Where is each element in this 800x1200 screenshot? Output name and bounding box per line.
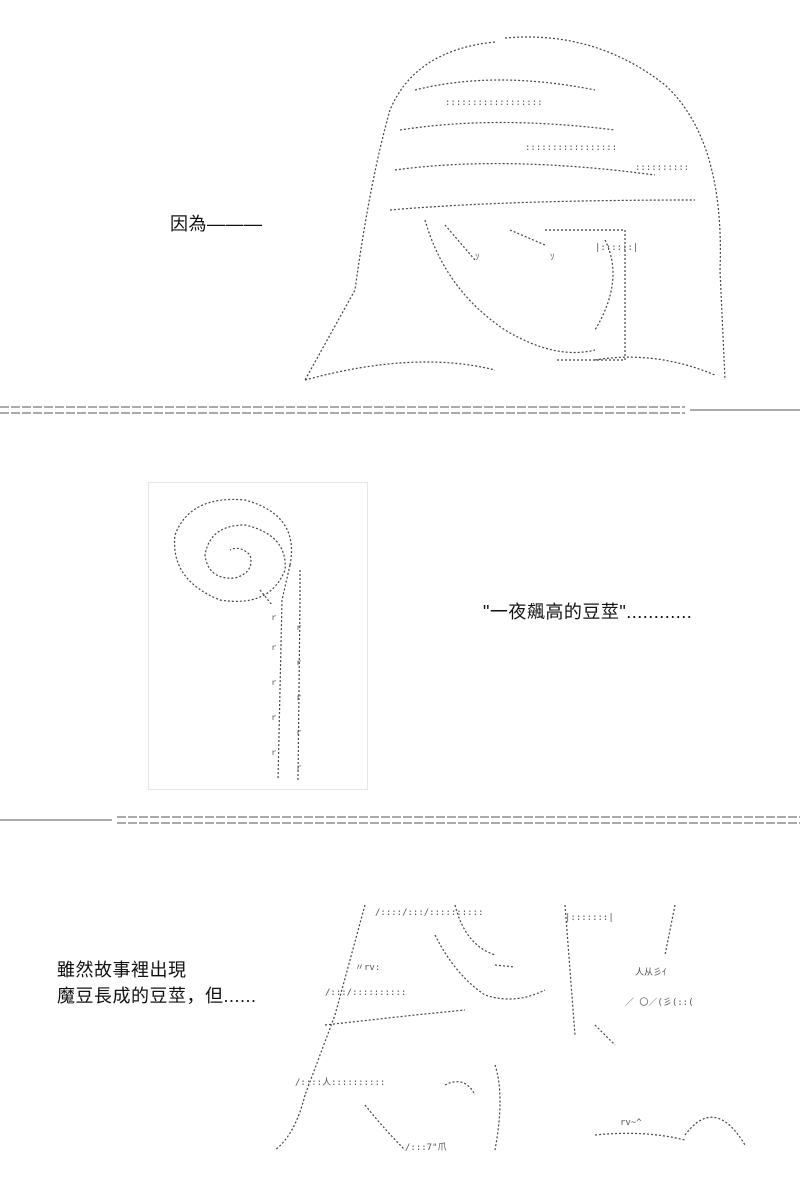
svg-text:ｒ: ｒ bbox=[270, 678, 278, 687]
svg-text:ｒ: ｒ bbox=[295, 728, 303, 737]
svg-text:ｒ: ｒ bbox=[270, 643, 278, 652]
svg-text:ｿ: ｿ bbox=[550, 253, 555, 263]
caption-because: 因為——— bbox=[170, 214, 263, 234]
svg-text:::::::::::: :::::::::: bbox=[635, 163, 689, 173]
caption-line-1: 雖然故事裡出現 bbox=[57, 960, 187, 980]
svg-text:ｒ: ｒ bbox=[270, 748, 278, 757]
caption-line-2: 魔豆長成的豆莖，但...... bbox=[57, 986, 257, 1006]
svg-text:/:::7"爪: /:::7"爪 bbox=[405, 1142, 447, 1153]
svg-text::::::::::::::::::: ::::::::::::::::: bbox=[525, 143, 617, 153]
svg-text:/:::/::::::::::: /:::/:::::::::: bbox=[325, 988, 406, 998]
svg-text:〃rv:: 〃rv: bbox=[355, 963, 380, 973]
svg-text:ｒ: ｒ bbox=[295, 693, 303, 702]
svg-text:rv~^: rv~^ bbox=[620, 1118, 642, 1128]
ascii-art-character-1: :::::::::::::::::: ::::::::::::::::: ｿ ｿ… bbox=[304, 36, 726, 381]
svg-text:::::::::::::::::::: :::::::::::::::::: bbox=[445, 98, 543, 108]
beanstalk-frame bbox=[148, 482, 368, 790]
svg-text:人从彡ｲ: 人从彡ｲ bbox=[635, 967, 667, 978]
beanstalk-spiral-ascii-art: ｒ ｒ ｒ ｒ ｒ ｒ ｒ ｒ ｒ ｒ bbox=[173, 498, 303, 781]
svg-text:ｒ: ｒ bbox=[295, 623, 303, 632]
svg-text:ｒ: ｒ bbox=[270, 613, 278, 622]
caption-beanstalk: "一夜飆高的豆莖"............ bbox=[483, 602, 693, 622]
svg-text:|::::::|: |::::::| bbox=[595, 243, 638, 253]
svg-text:ｿ: ｿ bbox=[475, 253, 480, 263]
svg-text:ｒ: ｒ bbox=[295, 658, 303, 667]
svg-text:ｒ: ｒ bbox=[270, 713, 278, 722]
svg-text:|:::::::|: |:::::::| bbox=[565, 913, 614, 923]
svg-text:/::::/:::/::::::::::: /::::/:::/:::::::::: bbox=[375, 908, 483, 918]
svg-text:／ 〇／(彡(::(: ／ 〇／(彡(::( bbox=[625, 997, 694, 1008]
ascii-art-character-2: /::::/:::/:::::::::: |:::::::| 〃rv: 人从彡ｲ… bbox=[274, 904, 746, 1153]
svg-text:/::::人::::::::::: /::::人:::::::::: bbox=[295, 1077, 385, 1088]
section-divider-1 bbox=[0, 406, 800, 414]
section-divider-2 bbox=[0, 816, 800, 824]
svg-text:ｒ: ｒ bbox=[295, 763, 303, 772]
